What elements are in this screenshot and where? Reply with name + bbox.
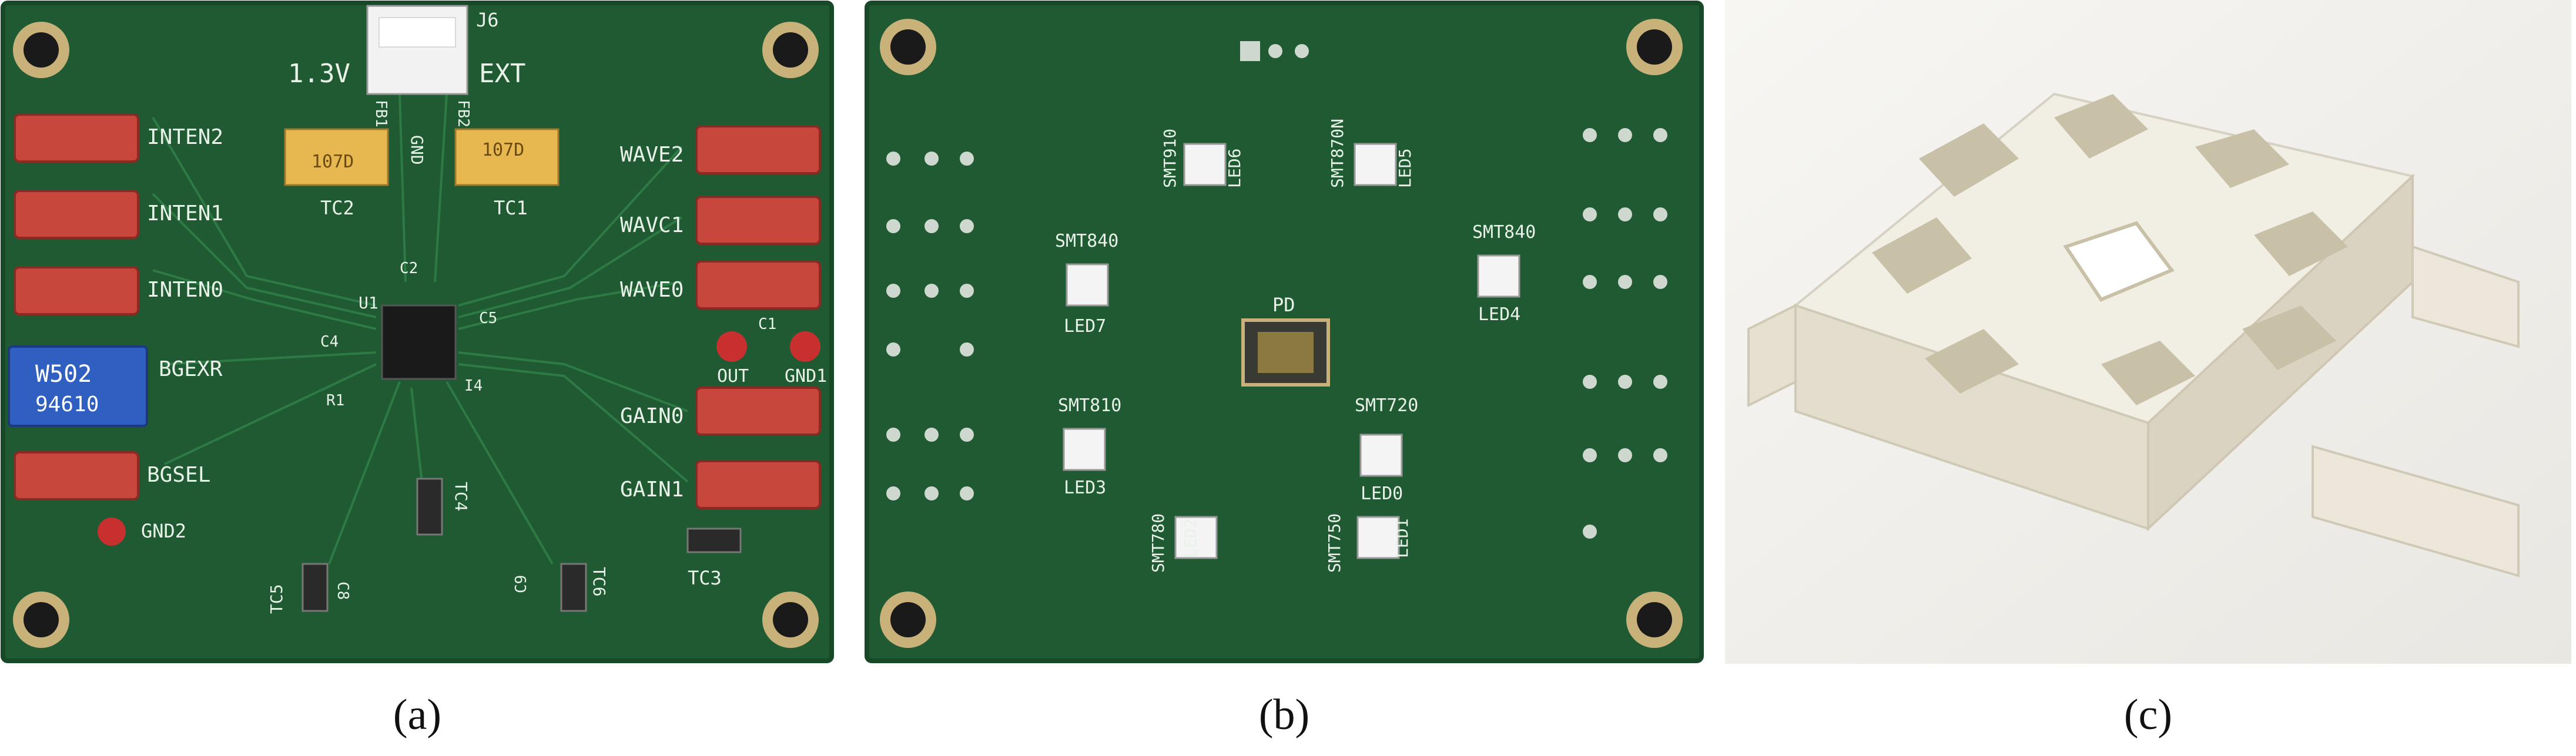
led-icon: [1063, 143, 1520, 559]
label-smt840a: SMT840: [1055, 231, 1118, 251]
label-gain1: GAIN1: [620, 478, 684, 502]
label-wave0: WAVE0: [620, 278, 684, 302]
label-c4: C4: [320, 333, 339, 351]
label-led1: LED1: [1392, 519, 1412, 558]
label-gnd: GND: [407, 135, 427, 165]
label-tc6: TC6: [589, 567, 609, 597]
label-smt720: SMT720: [1355, 395, 1418, 416]
label-u1: U1: [359, 293, 378, 313]
label-gain0: GAIN0: [620, 404, 684, 428]
test-point-gnd2: [98, 518, 126, 546]
caption-c: (c): [2123, 691, 2173, 739]
mounting-hole-icon: [880, 19, 1683, 648]
label-smt810: SMT810: [1058, 395, 1121, 416]
tantalum-capacitor-tc2: [284, 128, 389, 186]
label-r1: R1: [326, 392, 344, 409]
label-smt780: SMT780: [1148, 513, 1168, 573]
tantalum-marking: 107D: [311, 152, 354, 172]
label-tc3: TC3: [688, 567, 722, 589]
label-led0: LED0: [1361, 483, 1403, 504]
label-led5: LED5: [1395, 149, 1415, 188]
label-wave2: WAVE2: [620, 143, 684, 167]
label-out: OUT: [717, 366, 749, 387]
label-tc5: TC5: [267, 584, 286, 614]
tantalum-capacitor-tc1: [454, 128, 560, 186]
label-smt750: SMT750: [1325, 513, 1344, 573]
label-c2: C2: [400, 260, 418, 277]
label-pd: PD: [1272, 294, 1295, 316]
caption-b: (b): [1258, 691, 1310, 739]
label-led3: LED3: [1064, 478, 1106, 498]
label-gnd2: GND2: [141, 520, 186, 542]
tc3-component: [686, 527, 742, 553]
tc6-component: [560, 563, 587, 612]
header-pins: [886, 41, 1667, 539]
label-bgsel: BGSEL: [147, 463, 210, 487]
label-wave1: WAVC1: [620, 213, 684, 237]
caption-a: (a): [393, 691, 442, 739]
label-fb2: FB2: [454, 100, 472, 127]
label-smt870: SMT870N: [1328, 119, 1347, 188]
dip-switch-left: [14, 113, 139, 500]
holder-photo: [1725, 0, 2571, 664]
label-j6: J6: [476, 9, 499, 31]
label-c1: C1: [758, 315, 776, 333]
label-c8: C8: [334, 582, 351, 600]
label-led2: LED2: [1181, 519, 1200, 558]
label-inten2: INTEN2: [147, 125, 223, 149]
label-i4: I4: [464, 377, 483, 395]
label-led4: LED4: [1478, 304, 1520, 325]
dip-switch-right: [695, 125, 821, 509]
pot-marking: 94610: [35, 392, 99, 416]
board-b-photo: PD SMT720 LED0 SMT840 LED4 SMT810 LED3 S…: [865, 1, 1704, 663]
label-tc2: TC2: [320, 197, 354, 219]
u1-chip: [381, 304, 457, 380]
label-smt910: SMT910: [1160, 129, 1180, 188]
label-ext: EXT: [479, 59, 525, 89]
label-c9: C9: [512, 575, 530, 593]
board-a-photo: J6 1.3V EXT GND FB1 FB2 107D 107D TC2 TC…: [1, 1, 834, 663]
label-led6: LED6: [1225, 149, 1244, 188]
label-tc4: TC4: [451, 482, 471, 512]
tc5-component: [302, 563, 329, 612]
label-bgexr: BGEXR: [159, 357, 223, 381]
label-inten0: INTEN0: [147, 278, 223, 302]
tc4-component: [416, 478, 443, 536]
pcb-traces: [152, 93, 689, 565]
label-led7: LED7: [1064, 316, 1106, 337]
label-c5: C5: [479, 310, 497, 327]
label-smt840b: SMT840: [1472, 222, 1536, 243]
test-point-out: [716, 331, 747, 362]
label-gnd1: GND1: [785, 366, 827, 387]
label-tc1: TC1: [494, 197, 528, 219]
test-point-gnd1: [790, 331, 820, 362]
label-1v3: 1.3V: [288, 59, 350, 89]
potentiometer: [8, 345, 148, 427]
label-inten1: INTEN1: [147, 201, 223, 226]
tantalum-marking: 107D: [482, 140, 524, 160]
label-fb1: FB1: [372, 100, 390, 127]
3d-printed-holder: [1747, 92, 2520, 577]
mounting-hole-icon: [13, 22, 819, 648]
pot-marking: W502: [35, 361, 92, 388]
